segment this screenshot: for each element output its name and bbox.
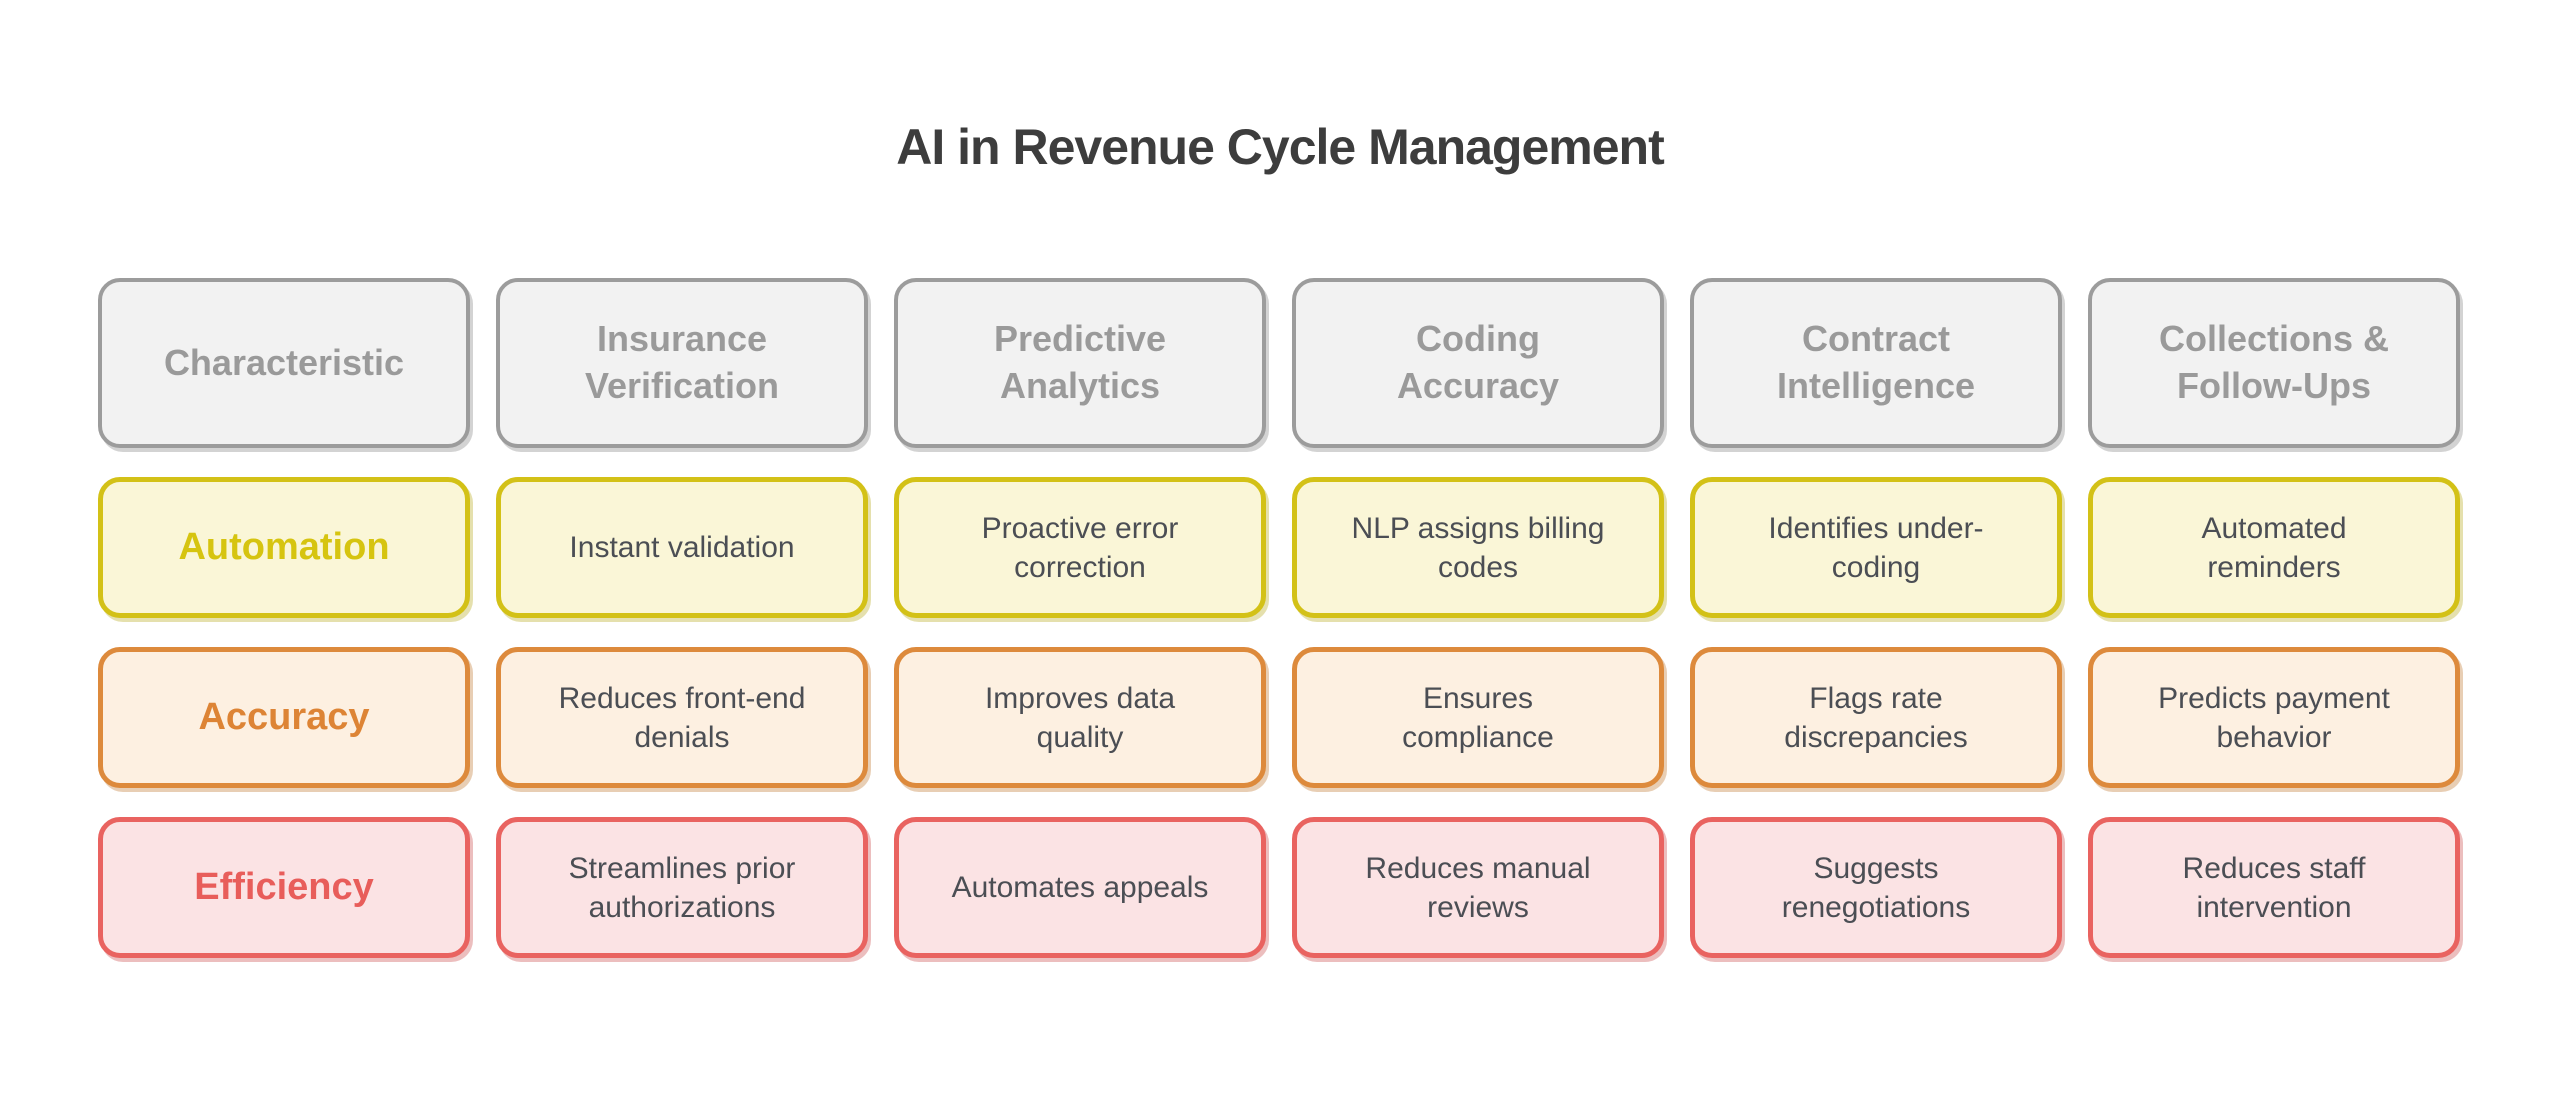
header-cell-collections-follow-ups: Collections & Follow-Ups (2088, 278, 2460, 448)
cell-efficiency-insurance-verification: Streamlines prior authorizations (496, 817, 868, 958)
header-cell-predictive-analytics: Predictive Analytics (894, 278, 1266, 448)
cell-accuracy-collections-follow-ups: Predicts payment behavior (2088, 647, 2460, 788)
header-cell-characteristic: Characteristic (98, 278, 470, 448)
row-label-efficiency: Efficiency (98, 817, 470, 958)
page-title: AI in Revenue Cycle Management (896, 119, 1664, 175)
header-cell-contract-intelligence: Contract Intelligence (1690, 278, 2062, 448)
header-cell-insurance-verification: Insurance Verification (496, 278, 868, 448)
cell-automation-coding-accuracy: NLP assigns billing codes (1292, 477, 1664, 618)
rcm-table: Characteristic Insurance Verification Pr… (98, 278, 2460, 958)
header-cell-coding-accuracy: Coding Accuracy (1292, 278, 1664, 448)
cell-efficiency-coding-accuracy: Reduces manual reviews (1292, 817, 1664, 958)
row-label-accuracy: Accuracy (98, 647, 470, 788)
cell-accuracy-insurance-verification: Reduces front-end denials (496, 647, 868, 788)
cell-accuracy-coding-accuracy: Ensures compliance (1292, 647, 1664, 788)
cell-accuracy-contract-intelligence: Flags rate discrepancies (1690, 647, 2062, 788)
cell-efficiency-contract-intelligence: Suggests renegotiations (1690, 817, 2062, 958)
cell-accuracy-predictive-analytics: Improves data quality (894, 647, 1266, 788)
cell-automation-predictive-analytics: Proactive error correction (894, 477, 1266, 618)
cell-efficiency-collections-follow-ups: Reduces staff intervention (2088, 817, 2460, 958)
cell-automation-collections-follow-ups: Automated reminders (2088, 477, 2460, 618)
cell-efficiency-predictive-analytics: Automates appeals (894, 817, 1266, 958)
row-label-automation: Automation (98, 477, 470, 618)
cell-automation-insurance-verification: Instant validation (496, 477, 868, 618)
cell-automation-contract-intelligence: Identifies under-coding (1690, 477, 2062, 618)
